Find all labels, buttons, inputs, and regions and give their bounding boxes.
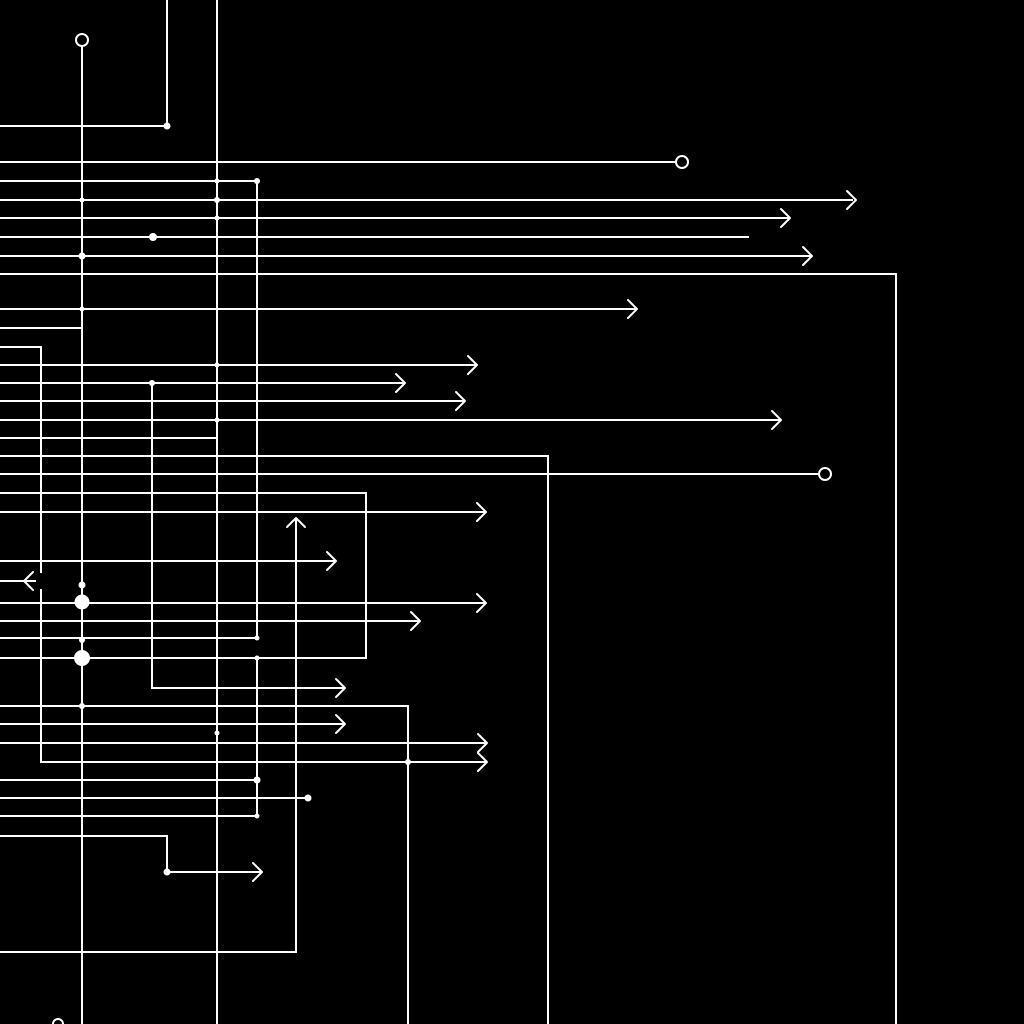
open-circle-terminal-icon — [675, 155, 689, 169]
wire-30 — [0, 705, 409, 1024]
junction-dot-icon — [163, 122, 171, 130]
arrow-head-icon — [335, 714, 346, 734]
junction-dot-icon — [79, 703, 85, 709]
arrow-head-icon — [252, 862, 263, 882]
marker-layer — [23, 33, 857, 1024]
wire-15 — [40, 589, 487, 763]
arrow-head-icon — [476, 593, 487, 613]
junction-dot-icon — [214, 215, 220, 221]
arrow-head-icon — [846, 190, 857, 210]
arrow-head-icon — [467, 355, 478, 375]
open-circle-terminal-icon — [75, 33, 89, 47]
wire-5 — [0, 180, 258, 639]
wire-layer — [0, 0, 897, 1024]
wire-24 — [0, 492, 367, 659]
junction-dot-icon — [405, 759, 411, 765]
junction-dot-icon — [214, 197, 220, 203]
arrow-head-icon — [335, 678, 346, 698]
arrow-head-icon — [286, 517, 306, 528]
junction-dot-icon — [74, 594, 90, 610]
junction-dot-icon — [74, 650, 90, 666]
junction-dot-icon — [79, 306, 85, 312]
junction-dot-icon — [253, 776, 261, 784]
arrow-head-icon — [477, 752, 488, 772]
arrow-head-icon — [780, 208, 791, 228]
junction-dot-icon — [78, 581, 86, 589]
junction-dot-icon — [214, 730, 220, 736]
open-circle-terminal-icon — [52, 1018, 64, 1024]
wire-22 — [0, 455, 549, 1024]
arrow-head-icon — [410, 611, 421, 631]
wire-18 — [151, 382, 345, 689]
junction-dot-icon — [304, 794, 312, 802]
junction-dot-icon — [254, 178, 260, 184]
junction-dot-icon — [214, 178, 220, 184]
junction-dot-icon — [254, 813, 260, 819]
junction-dot-icon — [254, 655, 260, 661]
open-circle-terminal-icon — [818, 467, 832, 481]
wire-11 — [0, 273, 897, 1024]
junction-dot-icon — [214, 362, 220, 368]
arrow-head-icon — [326, 551, 337, 571]
junction-dot-icon — [78, 252, 86, 260]
arrow-head-icon — [23, 571, 34, 591]
junction-dot-icon — [214, 417, 220, 423]
arrow-head-icon — [627, 299, 638, 319]
junction-dot-icon — [163, 868, 171, 876]
wire-37 — [0, 519, 297, 953]
wire-36 — [0, 835, 261, 873]
arrow-head-icon — [395, 373, 406, 393]
junction-dot-icon — [79, 197, 85, 203]
arrow-head-icon — [476, 502, 487, 522]
arrow-head-icon — [802, 246, 813, 266]
arrow-head-icon — [455, 391, 466, 411]
arrow-head-icon — [477, 733, 488, 753]
junction-dot-icon — [79, 637, 85, 643]
junction-dot-icon — [149, 233, 157, 241]
junction-dot-icon — [254, 635, 260, 641]
junction-dot-icon — [149, 380, 155, 386]
arrow-head-icon — [771, 410, 782, 430]
wire-14 — [0, 346, 42, 573]
